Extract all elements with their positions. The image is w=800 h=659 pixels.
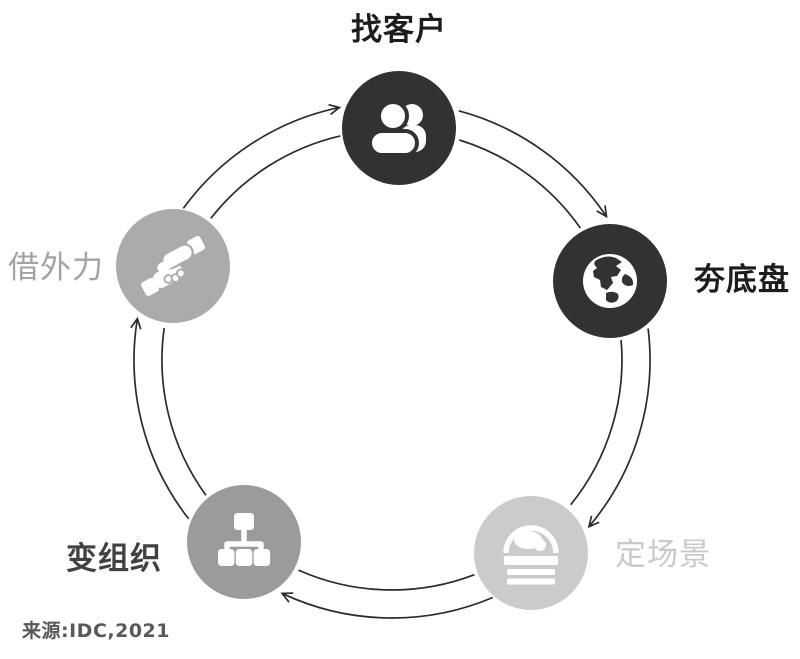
arc-right-to-bottomright-inner [570, 339, 623, 506]
stage-scene-icon [503, 525, 559, 585]
node-label-leverage-external-forces: 借外力 [8, 250, 104, 286]
arc-bottomleft-to-left-inner [161, 327, 207, 496]
arrow-bottomright-to-bottomleft [280, 592, 494, 619]
users-icon [368, 100, 426, 157]
node-define-scenarios [474, 496, 588, 610]
node-find-customers [342, 71, 456, 185]
arrow-left-to-top [182, 103, 342, 209]
arrow-bottomleft-to-left [130, 316, 190, 520]
handshake-icon [141, 235, 205, 297]
node-circle-define-scenarios [474, 496, 588, 610]
node-label-define-scenarios: 定场景 [615, 537, 711, 573]
node-label-transform-organization: 变组织 [66, 541, 162, 577]
arc-bottomright-to-bottomleft-inner [298, 569, 475, 591]
node-transform-organization [187, 485, 301, 599]
org-chart-icon [218, 513, 271, 566]
arc-top-to-right-inner [459, 139, 582, 229]
node-label-find-customers: 找客户 [351, 12, 447, 48]
flow-arrows [130, 103, 651, 619]
node-solidify-foundation [553, 224, 667, 338]
node-label-solidify-foundation: 夯底盘 [694, 262, 790, 298]
node-leverage-external-forces [116, 209, 230, 323]
globe-icon [583, 254, 637, 308]
arc-left-to-top-inner [210, 135, 341, 219]
source-attribution: 来源:IDC,2021 [22, 620, 170, 642]
arrow-right-to-bottomright [587, 328, 651, 529]
arrow-top-to-right [458, 109, 608, 219]
